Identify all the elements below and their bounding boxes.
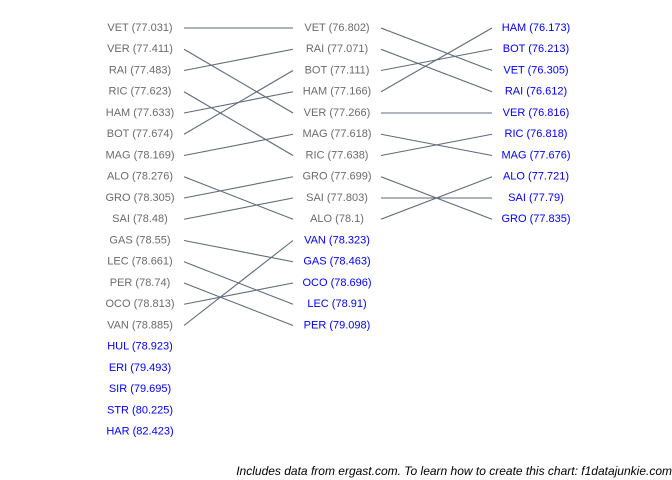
label-gro-col1: GRO (78.305) <box>105 192 174 204</box>
label-bot-col1: BOT (77.674) <box>107 128 173 140</box>
label-sai-col3: SAI (77.79) <box>508 192 564 204</box>
label-bot-col3: BOT (76.213) <box>503 43 569 55</box>
label-van-col1: VAN (78.885) <box>107 319 173 331</box>
label-lec-col2: LEC (78.91) <box>307 298 366 310</box>
label-per-col1: PER (78.74) <box>110 277 171 289</box>
label-sai-col1: SAI (78.48) <box>112 213 168 225</box>
label-ver-col2: VER (77.266) <box>304 107 371 119</box>
label-ric-col2: RIC (77.638) <box>306 149 369 161</box>
label-rai-col2: RAI (77.071) <box>306 43 368 55</box>
label-gas-col2: GAS (78.463) <box>303 256 370 268</box>
label-lec-col1: LEC (78.661) <box>107 256 172 268</box>
connector-ric-2-3 <box>380 133 493 157</box>
label-har-col1: HAR (82.423) <box>106 426 173 438</box>
label-ham-col2: HAM (77.166) <box>303 86 371 98</box>
label-rai-col3: RAI (76.612) <box>505 86 567 98</box>
connector-gas-1-2 <box>183 239 294 263</box>
label-hul-col1: HUL (78.923) <box>107 341 173 353</box>
connector-ham-2-3 <box>380 27 493 93</box>
label-vet-col1: VET (77.031) <box>107 22 172 34</box>
connector-alo-1-2 <box>183 176 294 220</box>
label-gas-col1: GAS (78.55) <box>109 234 170 246</box>
connector-bot-1-2 <box>183 70 294 135</box>
connector-lines <box>183 27 493 327</box>
label-ver-col1: VER (77.411) <box>107 43 173 55</box>
connector-gro-1-2 <box>183 176 294 199</box>
label-alo-col3: ALO (77.721) <box>503 171 569 183</box>
label-ham-col3: HAM (76.173) <box>502 22 570 34</box>
label-eri-col1: ERI (79.493) <box>109 362 171 374</box>
label-ric-col3: RIC (76.818) <box>505 128 568 140</box>
connector-sai-1-2 <box>183 197 294 220</box>
label-mag-col1: MAG (78.169) <box>105 149 174 161</box>
label-rai-col1: RAI (77.483) <box>109 64 171 76</box>
connector-per-1-2 <box>183 282 294 327</box>
connector-ric-1-2 <box>183 91 294 156</box>
label-mag-col2: MAG (77.618) <box>302 128 371 140</box>
label-str-col1: STR (80.225) <box>107 404 173 416</box>
label-alo-col1: ALO (78.276) <box>107 171 173 183</box>
connector-van-1-2 <box>183 240 294 326</box>
connector-oco-1-2 <box>183 282 294 305</box>
label-per-col2: PER (79.098) <box>304 319 371 331</box>
label-ham-col1: HAM (77.633) <box>106 107 174 119</box>
label-bot-col2: BOT (77.111) <box>305 64 370 76</box>
label-sai-col2: SAI (77.803) <box>306 192 368 204</box>
connector-mag-1-2 <box>183 133 294 157</box>
label-oco-col1: OCO (78.813) <box>105 298 174 310</box>
label-van-col2: VAN (78.323) <box>304 234 370 246</box>
label-vet-col3: VET (76.305) <box>503 64 568 76</box>
label-gro-col2: GRO (77.699) <box>302 171 371 183</box>
label-mag-col3: MAG (77.676) <box>501 149 570 161</box>
connector-rai-1-2 <box>183 48 294 72</box>
label-ver-col3: VER (76.816) <box>503 107 570 119</box>
label-oco-col2: OCO (78.696) <box>302 277 371 289</box>
connector-rai-2-3 <box>380 48 493 93</box>
label-alo-col2: ALO (78.1) <box>310 213 364 225</box>
source-caption: Includes data from ergast.com. To learn … <box>236 464 672 478</box>
label-sir-col1: SIR (79.695) <box>109 383 171 395</box>
label-gro-col3: GRO (77.835) <box>501 213 570 225</box>
connector-alo-2-3 <box>380 176 493 220</box>
connector-ver-1-2 <box>183 48 294 114</box>
label-vet-col2: VET (76.802) <box>304 22 369 34</box>
driver-labels: VET (77.031) VER (77.411) RAI (77.483) RIC … <box>105 22 570 438</box>
connector-vet-2-3 <box>380 27 493 72</box>
label-ric-col1: RIC (77.623) <box>109 86 172 98</box>
